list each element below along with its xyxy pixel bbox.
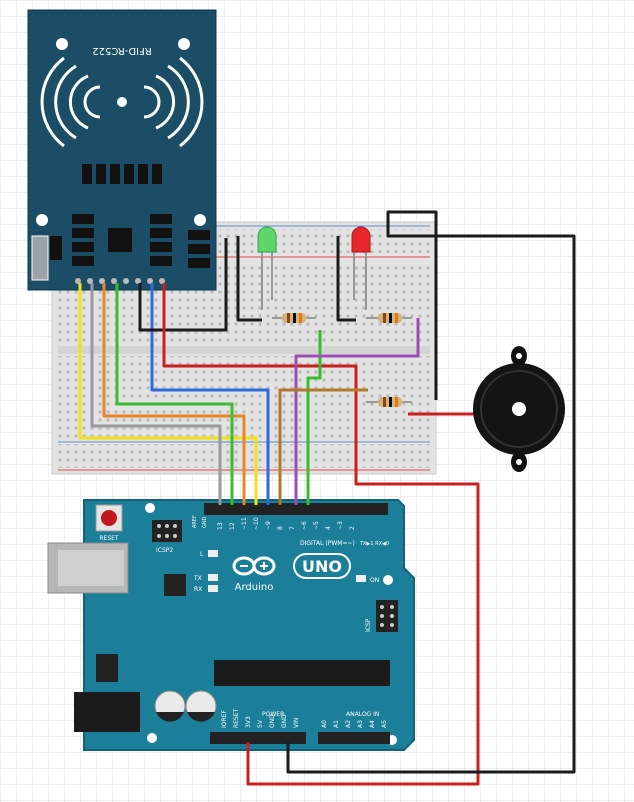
wire-green-led (306, 330, 322, 505)
capacitor-icon (154, 690, 217, 722)
analog-label: ANALOG IN (346, 711, 379, 718)
reset-label: RESET (99, 535, 119, 542)
arduino-logo-text: UNO (302, 557, 342, 576)
digital-pin-label: ~9 (265, 521, 272, 530)
wire-green (115, 283, 234, 505)
digital-pin-labels: 13 12 ~11 ~10 ~9 8 7 ~6 ~5 4 ~3 2 (217, 517, 356, 530)
power-pin-label: 5V (257, 719, 264, 728)
analog-pin-labels: A0 A1 A2 A3 A4 A5 (321, 720, 388, 728)
icsp2-label: ICSP2 (156, 547, 173, 554)
rfid-label: RFID-RC522 (92, 45, 151, 56)
rfid-module: RFID-RC522 (27, 9, 217, 291)
power-label: POWER (262, 711, 284, 718)
digital-pin-label: 8 (277, 526, 284, 530)
analog-pin-label: A4 (369, 720, 376, 728)
rfid-chip (108, 228, 132, 252)
digital-pin-label: 12 (229, 522, 236, 530)
green-led-icon (257, 226, 277, 310)
wire-black-buzzer (286, 210, 576, 774)
resistor-icon (366, 397, 412, 407)
wire-blue (150, 283, 270, 505)
rx-label: RX (194, 586, 202, 593)
txrx-label: TX▶1 RX◀0 (359, 541, 389, 547)
wire-brown (278, 388, 368, 505)
rfid-crystal (31, 235, 49, 281)
l-label: L (200, 551, 204, 558)
digital-pin-label: 13 (217, 522, 224, 530)
piezo-buzzer-icon (473, 346, 565, 472)
power-pin-label: 3V3 (245, 716, 252, 728)
digital-pin-label: ~10 (253, 517, 260, 530)
arduino-uno-board: UNO Arduino RESET ICSP2 ICSP ON L TX RX … (47, 499, 415, 751)
wires (78, 210, 576, 786)
power-pin-label: GND (269, 714, 276, 728)
on-label: ON (370, 577, 379, 584)
power-header (210, 732, 306, 744)
gnd-label: GND (202, 516, 208, 528)
red-led-icon (351, 226, 371, 310)
digital-pin-label: ~6 (301, 521, 308, 530)
digital-header (204, 503, 388, 515)
digital-pin-label: 4 (325, 526, 332, 530)
wire-black-rfid-gnd (138, 238, 228, 332)
wire-purple (294, 318, 420, 505)
wire-black-gnd-1 (236, 236, 262, 322)
power-jack (74, 692, 140, 732)
power-pin-label: IOREF (221, 710, 228, 728)
main-chip (214, 660, 390, 686)
wire-red-3v3 (162, 283, 480, 786)
analog-pin-label: A3 (357, 720, 364, 728)
wire-grey (90, 283, 222, 505)
analog-header (318, 732, 390, 744)
power-pin-label: VIN (293, 718, 300, 728)
wire-black-gnd-2 (336, 236, 356, 322)
power-pin-label: RESET (233, 708, 240, 728)
analog-pin-label: A1 (333, 720, 340, 728)
aref-label: AREF (192, 515, 198, 528)
digital-pin-label: 7 (289, 526, 296, 530)
digital-label: DIGITAL (PWM=~) (300, 540, 355, 547)
usb-chip (164, 574, 186, 596)
resistor-icon (366, 313, 412, 323)
digital-pin-label: ~5 (313, 521, 320, 530)
rfid-antenna-icon (40, 56, 204, 148)
wire-orange (102, 283, 246, 505)
analog-pin-label: A0 (321, 720, 328, 728)
analog-pin-label: A2 (345, 720, 352, 728)
wire-yellow (78, 283, 258, 505)
icsp2-header (152, 520, 182, 542)
arduino-brand-text: Arduino (235, 582, 274, 593)
digital-pin-label: 2 (349, 526, 356, 530)
digital-pin-label: ~11 (241, 517, 248, 530)
analog-pin-label: A5 (381, 720, 388, 728)
resistor-icon (272, 313, 316, 323)
digital-pin-label: ~3 (337, 521, 344, 530)
tx-label: TX (193, 575, 202, 582)
power-pin-labels: IOREF RESET 3V3 5V GND GND VIN (221, 708, 300, 728)
arduino-logo-icon (232, 553, 351, 579)
power-pin-label: GND (281, 714, 288, 728)
icsp-label: ICSP (365, 618, 372, 632)
icsp-header (376, 600, 398, 632)
